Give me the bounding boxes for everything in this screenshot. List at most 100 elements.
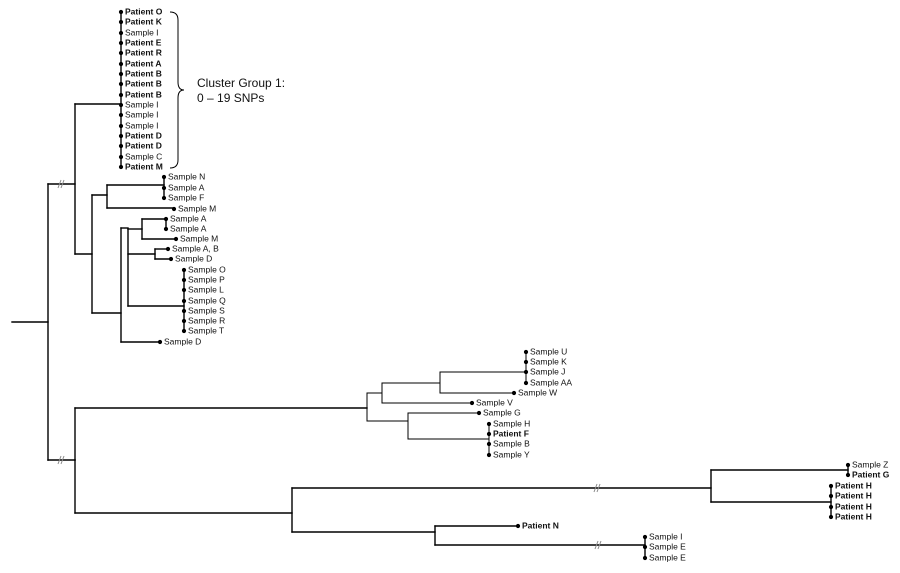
tip-label: Sample Z xyxy=(852,459,888,469)
tip-node xyxy=(118,30,124,36)
tip-label: Sample D xyxy=(175,253,212,263)
tip-label: Patient D xyxy=(125,140,162,150)
tip-node xyxy=(161,185,167,191)
tip-node xyxy=(828,493,834,499)
tip-node xyxy=(642,555,648,561)
cluster-annotation: Cluster Group 1: 0 – 19 SNPs xyxy=(169,11,285,169)
tip-node xyxy=(173,236,179,242)
tip-label: Sample M xyxy=(180,233,218,243)
tip-node xyxy=(828,483,834,489)
cluster-label-line1: Cluster Group 1: xyxy=(197,76,285,90)
tip-node xyxy=(181,298,187,304)
tip-label: Patient H xyxy=(835,501,872,511)
tip-label: Sample I xyxy=(649,531,683,541)
tip-label: Patient R xyxy=(125,47,162,57)
tip-node xyxy=(523,349,529,355)
tip-node xyxy=(161,195,167,201)
tip-node xyxy=(486,452,492,458)
tip-node xyxy=(476,410,482,416)
tip-label: Sample I xyxy=(125,120,159,130)
tip-label: Sample M xyxy=(178,203,216,213)
tip-label: Sample G xyxy=(483,407,521,417)
branch-break-mark xyxy=(593,483,601,493)
tip-label: Sample A xyxy=(170,213,207,223)
tip-node xyxy=(118,133,124,139)
tip-node xyxy=(168,256,174,262)
tip-label: Sample N xyxy=(168,171,205,181)
tip-node xyxy=(181,267,187,273)
tip-node xyxy=(118,112,124,118)
tip-node xyxy=(118,102,124,108)
tree-branches xyxy=(11,11,849,559)
tip-node xyxy=(181,287,187,293)
branch-break-mark xyxy=(594,540,602,550)
tip-node xyxy=(486,441,492,447)
tip-label: Sample C xyxy=(125,151,162,161)
tip-label: Patient H xyxy=(835,480,872,490)
tip-node xyxy=(118,143,124,149)
tip-label: Patient A xyxy=(125,58,162,68)
cluster-label-line2: 0 – 19 SNPs xyxy=(197,91,264,105)
tip-node xyxy=(642,534,648,540)
tip-label: Sample AA xyxy=(530,377,572,387)
branch-break-mark xyxy=(57,179,65,189)
tip-node xyxy=(118,92,124,98)
tip-label: Sample O xyxy=(188,264,226,274)
tip-label: Sample A xyxy=(168,182,205,192)
tip-node xyxy=(163,226,169,232)
tip-label: Patient D xyxy=(125,130,162,140)
tip-label: Sample I xyxy=(125,27,159,37)
tip-node xyxy=(118,9,124,15)
tip-label: Sample F xyxy=(168,192,204,202)
tip-node xyxy=(511,390,517,396)
tip-node xyxy=(181,277,187,283)
tip-node xyxy=(181,328,187,334)
branch-break-marks xyxy=(57,179,602,550)
tip-node xyxy=(118,123,124,129)
cluster-brace xyxy=(169,11,185,169)
tip-node xyxy=(118,81,124,87)
tip-label: Sample E xyxy=(649,541,686,551)
tip-label: Sample U xyxy=(530,346,567,356)
tip-label: Sample E xyxy=(649,552,686,562)
tip-label: Sample W xyxy=(518,387,557,397)
tip-label: Sample H xyxy=(493,418,530,428)
tip-label: Patient H xyxy=(835,490,872,500)
tip-node xyxy=(523,369,529,375)
tip-node xyxy=(469,400,475,406)
tip-node xyxy=(118,61,124,67)
tip-node xyxy=(171,206,177,212)
tip-label: Patient B xyxy=(125,68,162,78)
tip-node xyxy=(157,339,163,345)
tip-label: Sample B xyxy=(493,438,530,448)
tip-node xyxy=(486,421,492,427)
tip-label: Patient F xyxy=(493,428,529,438)
tip-node xyxy=(161,174,167,180)
tip-label: Patient E xyxy=(125,37,162,47)
tip-label: Sample R xyxy=(188,315,225,325)
tip-label: Patient M xyxy=(125,161,163,171)
tip-label: Sample Q xyxy=(188,295,226,305)
tip-node xyxy=(181,308,187,314)
tip-label: Patient B xyxy=(125,78,162,88)
tip-label: Sample T xyxy=(188,325,224,335)
tip-node xyxy=(118,164,124,170)
branch-break-mark xyxy=(57,455,65,465)
tip-node xyxy=(828,514,834,520)
tip-node xyxy=(181,318,187,324)
tip-label: Sample P xyxy=(188,274,225,284)
tip-node xyxy=(828,504,834,510)
tip-label: Sample S xyxy=(188,305,225,315)
tip-label: Sample D xyxy=(164,336,201,346)
tip-node xyxy=(118,71,124,77)
tip-node xyxy=(118,154,124,160)
tip-label: Patient B xyxy=(125,89,162,99)
tip-label: Sample K xyxy=(530,356,567,366)
tip-label: Sample Y xyxy=(493,449,530,459)
tip-label: Sample A xyxy=(170,223,207,233)
tip-node xyxy=(486,431,492,437)
tip-node xyxy=(642,544,648,550)
tip-node xyxy=(845,462,851,468)
tip-label: Patient H xyxy=(835,511,872,521)
